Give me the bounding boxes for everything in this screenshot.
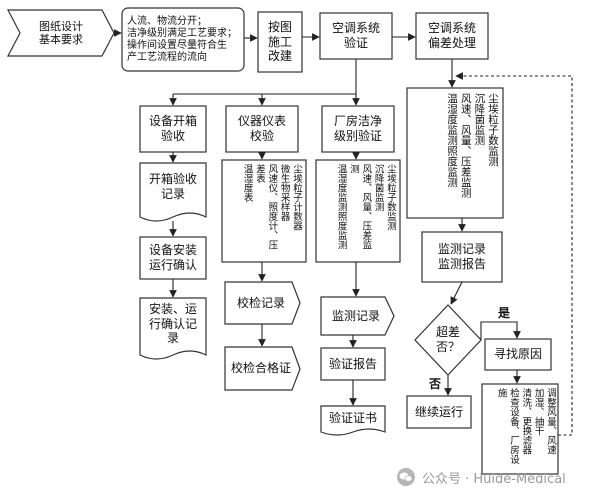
arrow-monrep-exceed bbox=[450, 281, 463, 305]
edge-label-yes: 是 bbox=[497, 305, 510, 320]
cal-cert-node: 校检合格证 bbox=[230, 361, 291, 376]
mon-rep-node: 监测记录 监测报告 bbox=[437, 242, 486, 271]
wechat-icon bbox=[397, 468, 415, 486]
exceed-node: 超差 否？ bbox=[435, 325, 460, 354]
instr-list-node-shape bbox=[221, 159, 307, 263]
req-node-shape bbox=[7, 9, 115, 57]
hvac-verify-node: 空调系统 验证 bbox=[331, 21, 380, 50]
clean-list-node: 尘埃粒子数监测 沉降菌监测 风速、风量、压差监测 温湿度监测照度监测 bbox=[335, 164, 396, 250]
fix-list-node-shape bbox=[481, 383, 559, 475]
cont-node: 继续运行 bbox=[414, 404, 463, 419]
arrow-exceed-cause bbox=[480, 321, 521, 340]
cause-node: 寻找原因 bbox=[493, 347, 542, 362]
cal-cert-node-shape bbox=[224, 346, 301, 391]
watermark: 公众号 · Huide-Medical bbox=[396, 462, 596, 492]
dev-list-node: 尘埃粒子数监测 沉降菌监测 风速、风量、压差监测 温湿度监测照度监测 bbox=[446, 93, 499, 198]
clean-node-shape bbox=[321, 105, 395, 153]
cal-rec-node-shape bbox=[224, 281, 301, 325]
flow-note-node-shape bbox=[121, 7, 245, 72]
instr-list-node: 尘埃粒子计数器 微生物采样器 风速仪、照度计、压差表 温湿度表 bbox=[241, 164, 302, 250]
feedback-loop bbox=[455, 72, 573, 436]
fix-list-node: 调整风量、风速 加湿、抽干 清洗、更换滤器 检查设备、厂房设施 bbox=[495, 388, 556, 464]
cause-node-shape bbox=[484, 338, 552, 371]
req-node: 图纸设计 基本要求 bbox=[39, 19, 83, 46]
mon-rec-node: 监测记录 bbox=[331, 308, 380, 323]
watermark-text: 公众号 · Huide-Medical bbox=[422, 471, 566, 487]
flow-note-node: 人流、物流分开； 洁净级别满足工艺要求； 操作间设置尽量符合生 产工艺流程的流向 bbox=[127, 15, 237, 64]
unpack-rec-node: 开箱验收 记录 bbox=[148, 172, 197, 201]
ver-rep-node: 验证报告 bbox=[328, 356, 377, 371]
dev-list-node-shape bbox=[406, 87, 504, 219]
install-rec-node: 安装、运 行确认记 录 bbox=[148, 302, 197, 346]
hvac-dev-node: 空调系统 偏差处理 bbox=[427, 21, 476, 50]
construct-node-shape bbox=[257, 11, 303, 73]
cal-rec-node: 校检记录 bbox=[236, 295, 285, 310]
clean-list-node-shape bbox=[315, 159, 401, 263]
install-node: 设备安装 运行确认 bbox=[148, 243, 197, 272]
edge-label-no: 否 bbox=[428, 376, 441, 391]
install-rec-node-shape bbox=[139, 297, 207, 360]
construct-node: 按图 施工 改建 bbox=[267, 20, 292, 64]
ver-cert-node-shape bbox=[320, 405, 386, 436]
ver-cert-node: 验证证书 bbox=[328, 410, 377, 425]
instr-node: 仪器仪表 校验 bbox=[237, 114, 286, 143]
clean-node: 厂房洁净 级别验证 bbox=[333, 114, 382, 143]
unpack-node: 设备开箱 验收 bbox=[148, 114, 197, 143]
mon-rec-node-shape bbox=[320, 296, 395, 336]
cont-node-shape bbox=[406, 395, 472, 429]
unpack-rec-node-shape bbox=[139, 162, 207, 222]
